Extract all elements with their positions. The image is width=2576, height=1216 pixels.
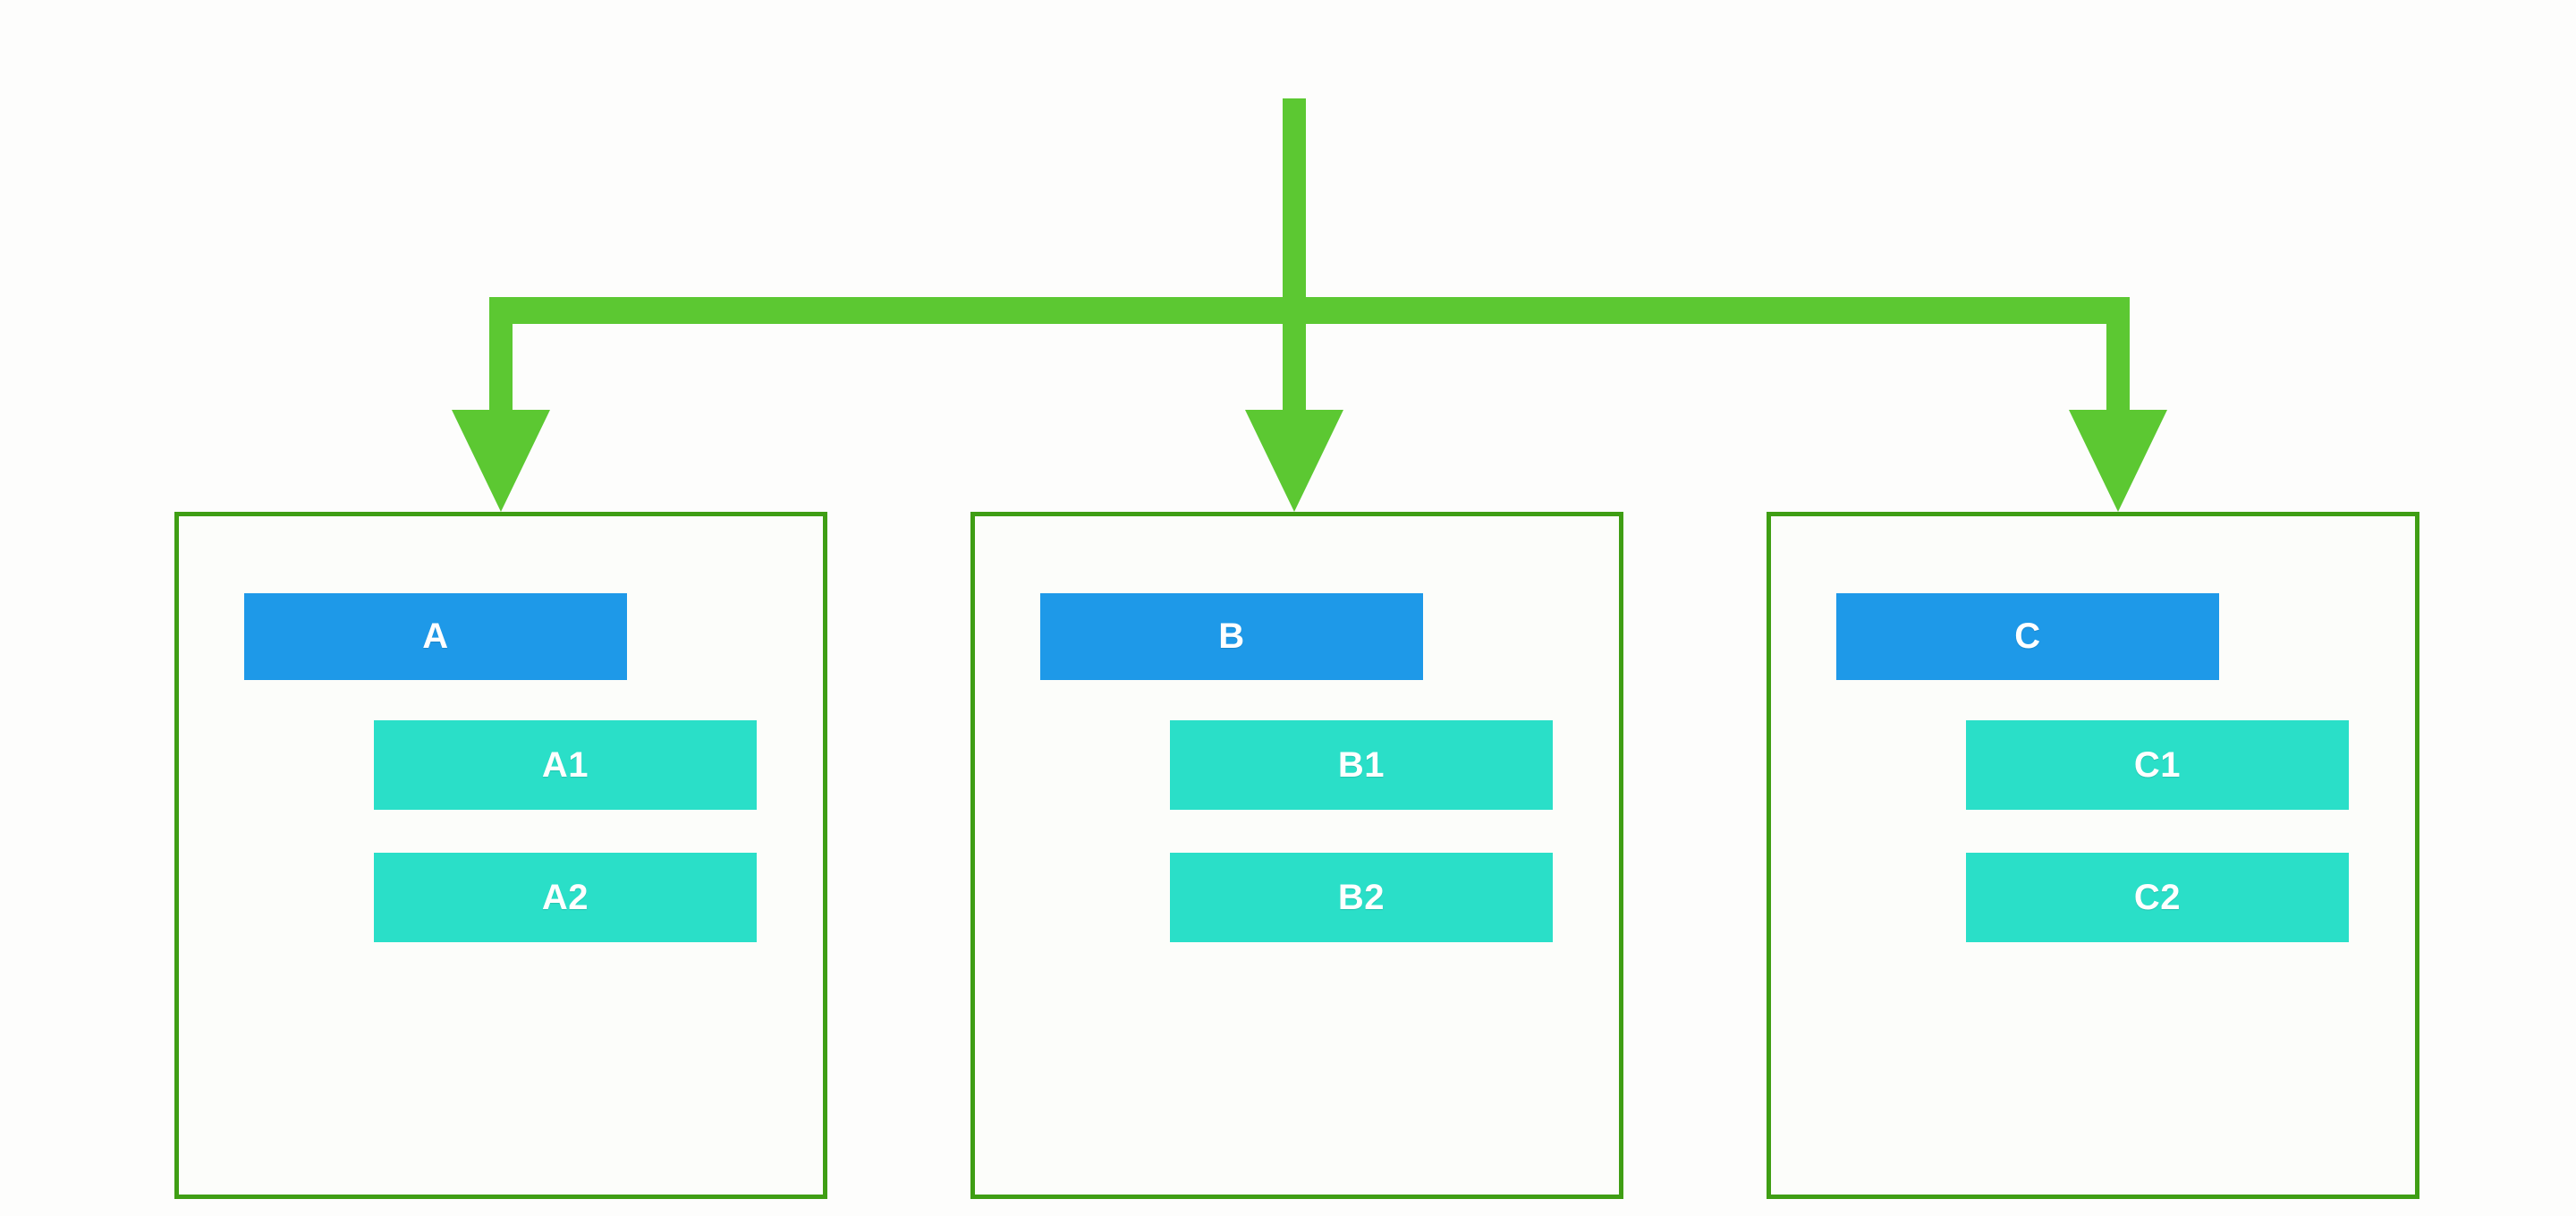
node-c2[interactable]: C2: [1966, 853, 2349, 942]
branch-arrowhead-left: [452, 410, 550, 512]
root-green-connector: [452, 98, 2167, 512]
node-c1[interactable]: C1: [1966, 720, 2349, 810]
node-a-label: A: [422, 617, 449, 656]
root-horizontal-bus: [489, 297, 2130, 324]
node-a2[interactable]: A2: [374, 853, 757, 942]
node-b[interactable]: B: [1040, 593, 1423, 680]
node-b2-label: B2: [1337, 877, 1385, 917]
branch-drop-middle: [1283, 297, 1306, 412]
node-c[interactable]: C: [1836, 593, 2219, 680]
node-a[interactable]: A: [244, 593, 627, 680]
node-a2-label: A2: [541, 877, 589, 917]
node-c1-label: C1: [2133, 744, 2182, 785]
root-trunk-line: [1283, 98, 1306, 297]
node-c-label: C: [2014, 617, 2041, 656]
node-a1[interactable]: A1: [374, 720, 757, 810]
node-c2-label: C2: [2133, 877, 2182, 917]
node-b1[interactable]: B1: [1170, 720, 1553, 810]
branch-arrowhead-right: [2069, 410, 2167, 512]
branch-drop-right: [2106, 297, 2130, 412]
node-b-label: B: [1218, 617, 1245, 656]
node-b2[interactable]: B2: [1170, 853, 1553, 942]
branch-arrowhead-middle: [1245, 410, 1343, 512]
node-b1-label: B1: [1337, 744, 1385, 785]
node-a1-label: A1: [541, 744, 589, 785]
branch-drop-left: [489, 297, 513, 412]
